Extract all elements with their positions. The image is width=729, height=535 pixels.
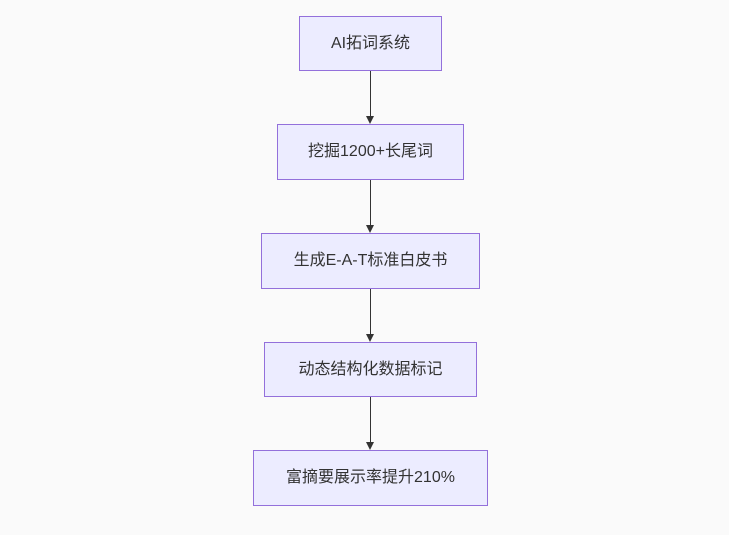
flow-node-longtail-mining: 挖掘1200+长尾词 [277,124,464,180]
flow-node-label: 动态结构化数据标记 [298,360,443,378]
flow-node-label: AI拓词系统 [330,34,411,52]
flow-node-eat-whitepaper: 生成E-A-T标准白皮书 [261,233,480,289]
flow-node-ai-keyword-system: AI拓词系统 [299,16,442,71]
arrowhead-down-icon [365,334,374,342]
arrowhead-down-icon [365,225,374,233]
flow-node-label: 生成E-A-T标准白皮书 [293,252,448,270]
edge-line [369,71,371,116]
edge-line [369,289,371,334]
flow-node-label: 富摘要展示率提升210% [286,469,455,487]
edge-line [369,397,371,442]
edge-line [369,180,371,225]
flow-node-rich-snippet-result: 富摘要展示率提升210% [253,450,488,506]
arrowhead-down-icon [365,116,374,124]
flow-node-structured-data-markup: 动态结构化数据标记 [264,342,477,397]
flow-node-label: 挖掘1200+长尾词 [308,143,433,161]
arrowhead-down-icon [365,442,374,450]
